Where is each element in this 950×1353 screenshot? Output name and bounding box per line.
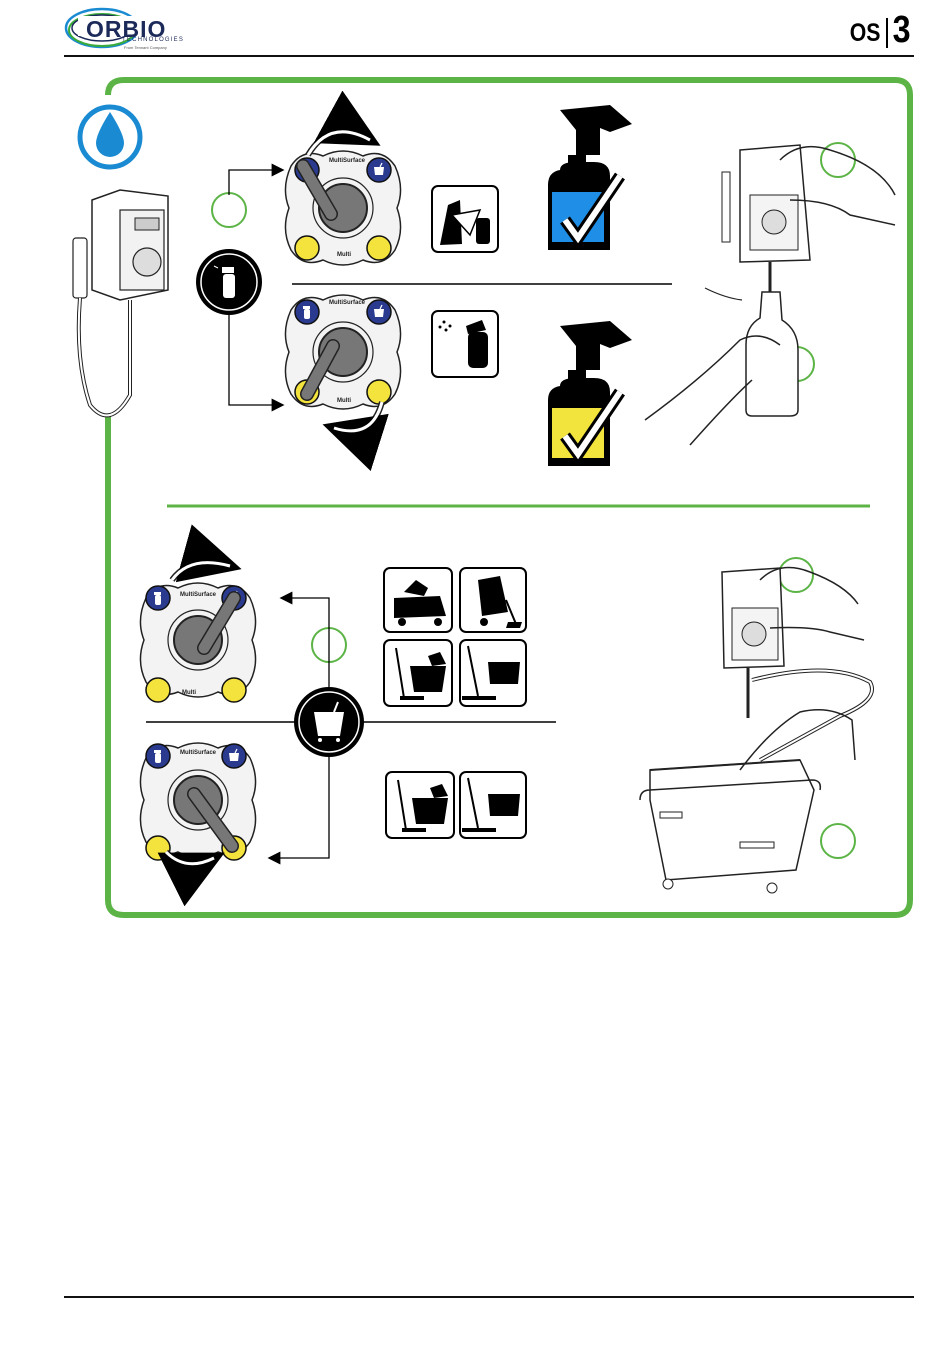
selector-label-bottom: Multi — [182, 690, 196, 696]
selector-dial: MultiSurface Multi — [140, 583, 255, 702]
selector-label-top: MultiSurface — [180, 750, 217, 756]
blue-bottle-checkmark-icon — [548, 105, 632, 250]
logo-tagline: TECHNOLOGIES — [122, 37, 184, 43]
step-marker — [779, 558, 813, 592]
model-mark: OS 3 — [847, 12, 912, 48]
hand-filling-bottle-illustration — [645, 145, 895, 445]
spray-bottle-icon — [196, 249, 262, 315]
selector-label-top: MultiSurface — [329, 158, 366, 164]
mop-bucket-icon — [294, 687, 364, 757]
logo-subtag: From Tennant Company — [124, 45, 167, 50]
carpet-extractor-icon — [460, 568, 526, 632]
selector-dial: MultiSurface — [140, 743, 255, 860]
selector-dial: MultiSurface Multi — [285, 151, 400, 265]
selector-dial: MultiSurface Multi — [285, 295, 400, 409]
footer-rule — [64, 1296, 914, 1298]
selector-label-bottom: Multi — [337, 252, 351, 258]
mop-trolley-icon — [384, 640, 452, 706]
model-divider — [886, 18, 888, 48]
dispenser-unit-illustration — [73, 190, 168, 415]
orbio-logo: ORBIO TECHNOLOGIES From Tennant Company — [64, 6, 204, 52]
yellow-bottle-checkmark-icon — [548, 321, 632, 466]
step-marker — [212, 193, 246, 227]
selector-label-top: MultiSurface — [329, 300, 366, 306]
mop-trolley-icon — [386, 772, 454, 838]
selector-label-top: MultiSurface — [180, 592, 217, 598]
floor-scrubber-icon — [384, 568, 452, 632]
flat-mop-icon — [460, 772, 526, 838]
water-drop-icon — [80, 107, 140, 167]
dispenser-instruction-figure: MultiSurface Multi MultiSurface Multi — [0, 70, 950, 930]
header-rule — [64, 55, 914, 57]
model-prefix: OS — [849, 18, 880, 48]
wipe-surface-icon — [432, 186, 498, 252]
step-marker — [821, 824, 855, 858]
selector-label-bottom: Multi — [337, 398, 351, 404]
spray-icon — [432, 311, 498, 377]
flat-mop-icon — [460, 640, 526, 706]
model-number: 3 — [892, 12, 910, 48]
